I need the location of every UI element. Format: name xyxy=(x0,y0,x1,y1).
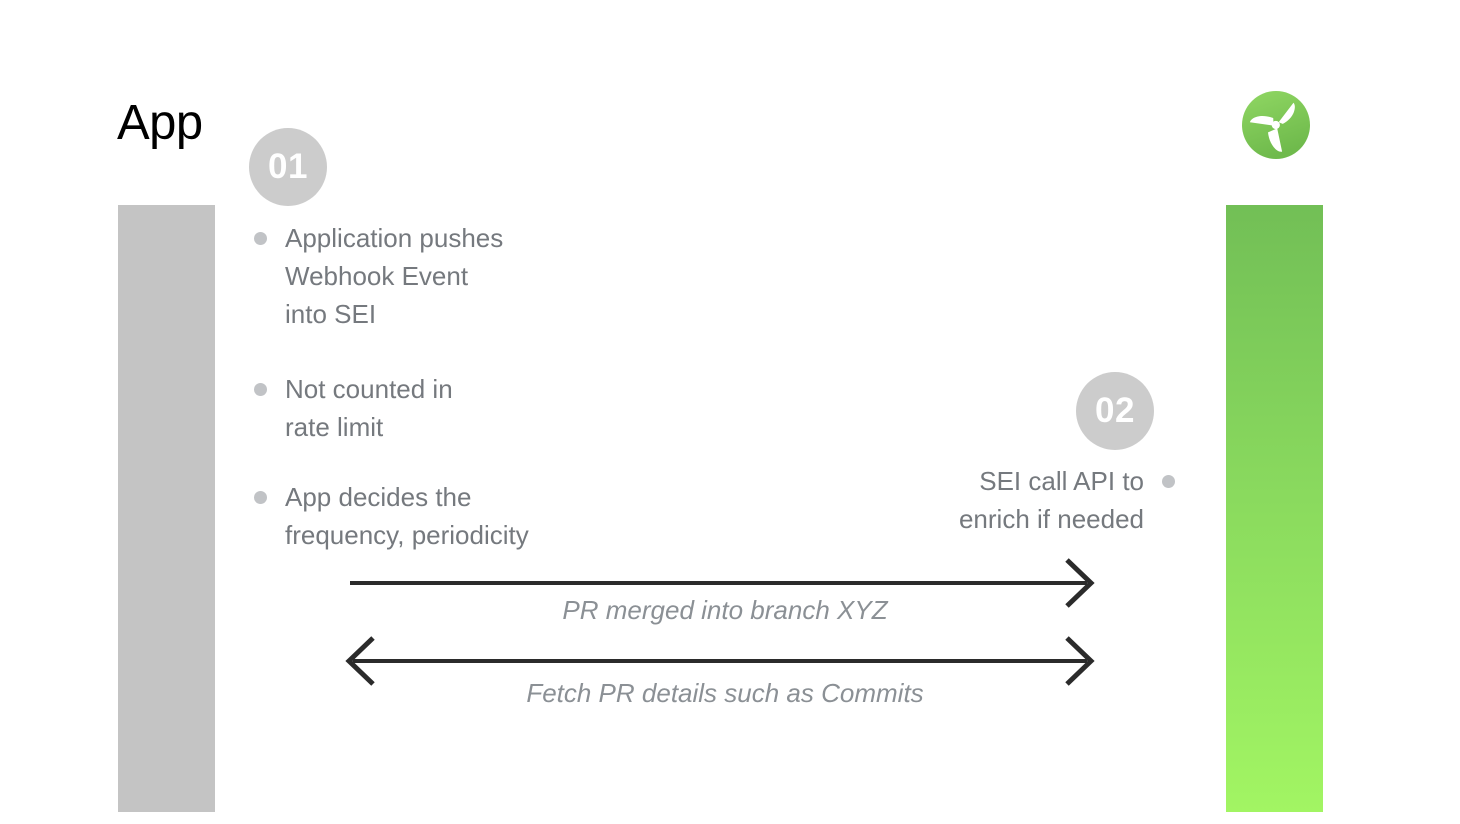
arrow-head-right-1 xyxy=(1065,558,1095,608)
bullet-group-step02: SEI call API to enrich if needed xyxy=(830,462,1175,538)
bullet-dot-icon xyxy=(254,232,267,245)
bullet-dot-icon xyxy=(254,491,267,504)
bullet-dot-icon xyxy=(1162,475,1175,488)
lane-sei xyxy=(1226,205,1323,812)
bullet-text: Not counted in rate limit xyxy=(285,374,453,442)
list-item: SEI call API to enrich if needed xyxy=(830,462,1175,538)
bullet-text: SEI call API to enrich if needed xyxy=(958,466,1144,534)
bullet-group-step01-a: Application pushes Webhook Event into SE… xyxy=(254,219,684,333)
page-title: App xyxy=(117,96,203,150)
step-badge-01: 01 xyxy=(249,128,327,206)
step-badge-02: 02 xyxy=(1076,372,1154,450)
bullet-group-step01-b: Not counted in rate limit App decides th… xyxy=(254,370,684,554)
bullet-text: Application pushes Webhook Event into SE… xyxy=(285,223,504,329)
list-item: Not counted in rate limit xyxy=(254,370,684,446)
arrow-label-1: PR merged into branch XYZ xyxy=(562,595,888,625)
list-item: App decides the frequency, periodicity xyxy=(254,478,684,554)
lane-app xyxy=(118,205,215,812)
list-item: Application pushes Webhook Event into SE… xyxy=(254,219,684,333)
bullet-text: App decides the frequency, periodicity xyxy=(285,482,529,550)
arrow-label-2: Fetch PR details such as Commits xyxy=(526,678,924,708)
arrow-head-left-2 xyxy=(345,636,375,686)
propeller-logo xyxy=(1241,90,1311,160)
arrow-head-right-2 xyxy=(1065,636,1095,686)
message-arrows xyxy=(345,558,1095,686)
bullet-dot-icon xyxy=(254,383,267,396)
